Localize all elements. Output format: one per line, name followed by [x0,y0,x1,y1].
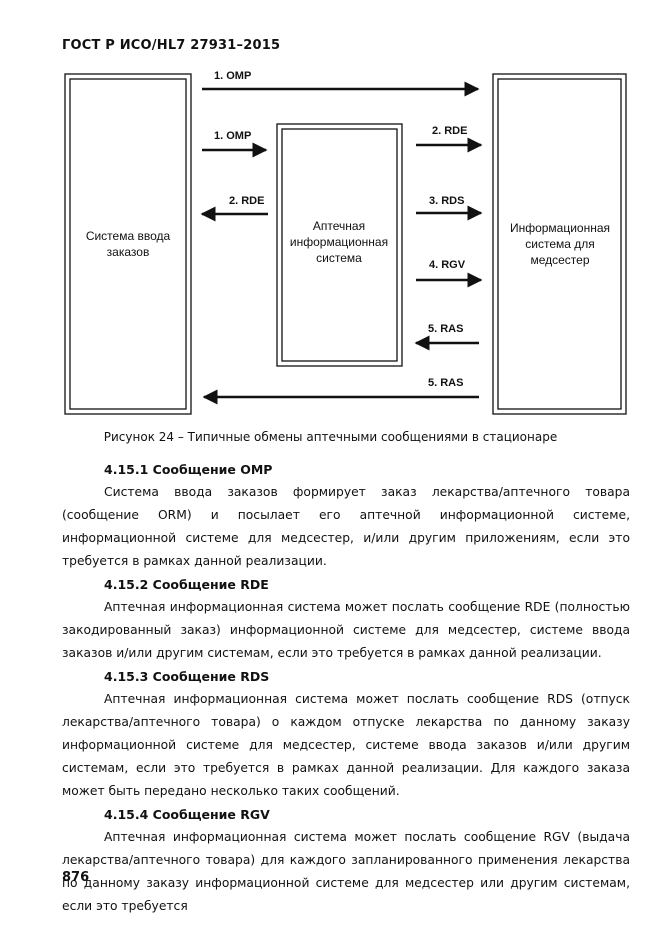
section-paragraph: Аптечная информационная система может по… [62,600,630,660]
figure-caption: Рисунок 24 – Типичные обмены аптечными с… [103,430,558,444]
arrow-ras-bottom-label: 5. RAS [428,377,463,389]
nursing-system-label-1: Информационная [510,221,610,235]
pharmacy-system-label-1: Аптечная [313,219,365,233]
section-heading: 4.15.2 Сообщение RDE [104,577,269,592]
document-header: ГОСТ Р ИСО/HL7 27931–2015 [62,38,281,53]
arrow-rds-label: 3. RDS [429,195,464,207]
arrow-rgv: 4. RGV [416,259,483,288]
orders-system-box: Система ввода заказов [64,73,192,415]
pharmacy-system-box: Аптечная информационная система [276,123,403,367]
arrow-top-omp: 1. OMP [202,70,480,97]
section-heading: 4.15.4 Сообщение RGV [104,807,270,822]
arrow-rds: 3. RDS [416,195,483,221]
nursing-system-label-3: медсестер [530,253,589,267]
page-number: 876 [62,870,90,885]
section-paragraph: Аптечная информационная система может по… [62,692,630,798]
pharmacy-system-label-3: система [316,251,362,265]
arrow-rde-right: 2. RDE [416,125,483,153]
nursing-system-label-2: система для [525,237,595,251]
pharmacy-system-label-2: информационная [290,235,388,249]
section-paragraph: Аптечная информационная система может по… [62,830,630,913]
arrow-top-omp-label: 1. OMP [214,70,251,82]
message-flow-diagram: Система ввода заказов Аптечная информаци… [64,70,627,415]
orders-system-label-1: Система ввода [86,229,171,243]
orders-system-label-2: заказов [107,245,150,259]
arrow-rgv-label: 4. RGV [429,259,466,271]
section-heading: 4.15.3 Сообщение RDS [104,669,270,684]
section-paragraph: Система ввода заказов формирует заказ ле… [62,485,630,568]
arrow-ras-inner: 5. RAS [414,323,479,351]
arrow-omp-label: 1. OMP [214,130,251,142]
arrow-omp: 1. OMP [202,130,268,158]
arrow-rde-right-label: 2. RDE [432,125,467,137]
arrow-ras-bottom: 5. RAS [202,377,479,405]
nursing-system-box: Информационная система для медсестер [492,73,627,415]
arrow-ras-inner-label: 5. RAS [428,323,463,335]
section-heading: 4.15.1 Сообщение OMP [104,462,273,477]
arrow-rde-left: 2. RDE [200,195,268,222]
arrow-rde-left-label: 2. RDE [229,195,264,207]
document-body: 4.15.1 Сообщение OMP Система ввода заказ… [62,458,630,918]
